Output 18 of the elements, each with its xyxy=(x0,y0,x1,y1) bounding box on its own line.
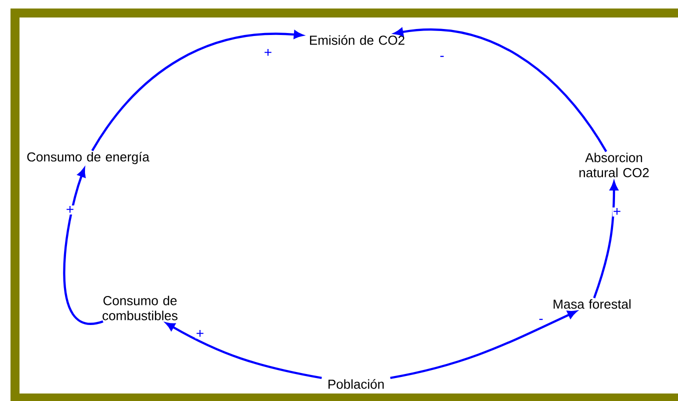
polarity-sign: + xyxy=(263,48,273,58)
arrow xyxy=(390,310,577,380)
variable-label: Absorcion natural CO2 xyxy=(579,152,649,178)
variable-label: Emisión de CO2 xyxy=(310,35,404,45)
polarity-sign: - xyxy=(538,318,544,324)
arrow xyxy=(394,28,608,152)
polarity-sign: + xyxy=(65,205,75,215)
arrow xyxy=(593,181,618,298)
variable-label: Masa forestal xyxy=(554,299,630,309)
arrow xyxy=(91,30,303,152)
arrow xyxy=(63,168,104,325)
polarity-sign: + xyxy=(612,207,622,217)
variable-label: Población xyxy=(328,379,384,389)
arrow xyxy=(166,322,322,380)
polarity-sign: + xyxy=(195,329,205,339)
variable-label: Consumo de combustibles xyxy=(102,296,178,320)
variable-label: Consumo de energía xyxy=(27,152,150,164)
polarity-sign: - xyxy=(439,55,445,61)
